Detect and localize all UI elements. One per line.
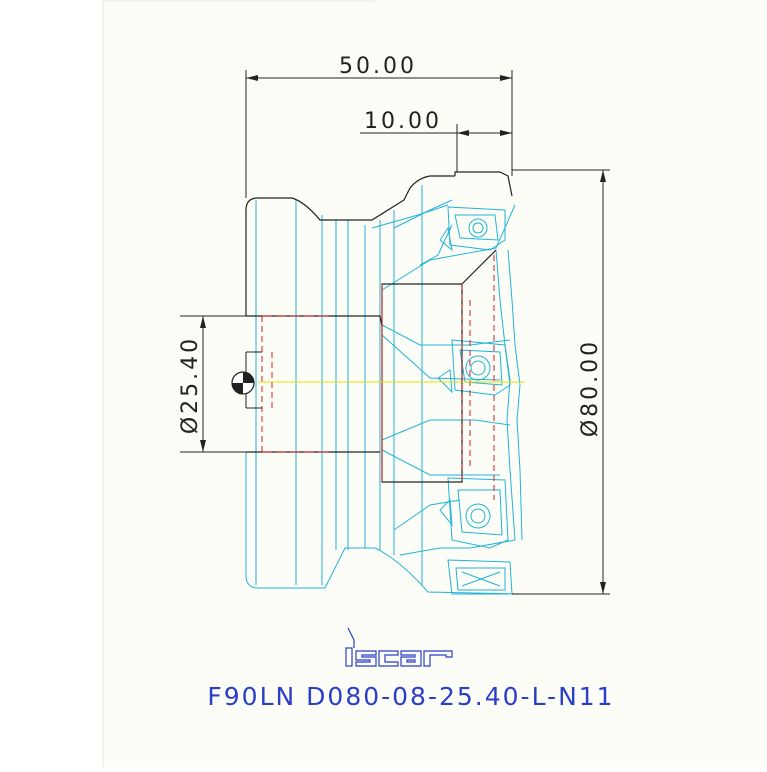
dim-insert-offset-label: 10.00 xyxy=(364,109,442,134)
dim-bore-diameter-label: Ø25.40 xyxy=(178,336,203,434)
dim-25-arrow-top xyxy=(200,316,206,328)
body-front-edge-2 xyxy=(507,249,523,541)
hidden-lines xyxy=(261,255,495,500)
chip-pocket-lowest xyxy=(399,539,516,556)
body-front-edge xyxy=(495,249,516,541)
dim-50-arrow-right xyxy=(500,75,512,81)
iscar-logo xyxy=(345,627,453,667)
chip-pocket-lower-mid xyxy=(381,334,501,381)
dim-25-arrow-bottom xyxy=(200,440,206,452)
body-upper-chamfer-2 xyxy=(393,199,453,229)
dim-10-arrow-left xyxy=(457,130,469,136)
body-lower-outline xyxy=(245,452,521,595)
insert-bottom xyxy=(439,477,509,549)
outline-top-profile xyxy=(245,175,455,316)
chip-pocket-top-inner xyxy=(419,224,453,266)
drawing-sheet xyxy=(103,0,767,767)
insert-top xyxy=(439,206,506,252)
body-upper-chamfer xyxy=(371,204,449,229)
chip-pocket-mid-bottom xyxy=(381,419,511,441)
dim-80-arrow-top xyxy=(600,170,606,182)
dimensions xyxy=(180,70,610,595)
part-number: F90LN D080-08-25.40-L-N11 xyxy=(207,682,614,711)
center-mark-icon xyxy=(231,371,255,395)
chip-pocket-bottom xyxy=(381,449,500,476)
dim-50-arrow-left xyxy=(246,75,258,81)
outline-top-insert xyxy=(454,171,513,197)
outline-recess-diag xyxy=(461,249,497,285)
dim-80-arrow-bottom xyxy=(600,582,606,594)
dim-cutter-diameter-label: Ø80.00 xyxy=(578,339,603,437)
dim-10-arrow-right xyxy=(500,130,512,136)
logo-i-accent xyxy=(347,627,355,648)
dim-overall-length-label: 50.00 xyxy=(339,54,417,79)
chip-pocket-upper-mid xyxy=(381,324,511,346)
